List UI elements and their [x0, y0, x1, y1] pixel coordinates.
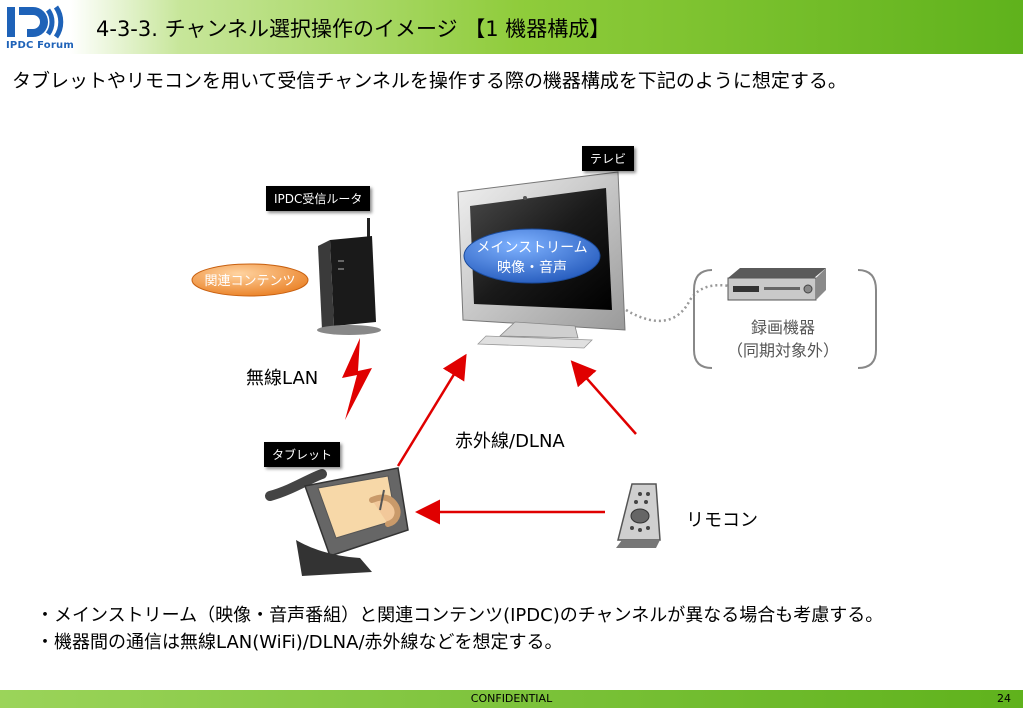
recorder-bracket-left [693, 269, 713, 369]
main-stream-line1: メインストリーム [476, 240, 587, 256]
bullet-list: ・メインストリーム（映像・音声番組）と関連コンテンツ(IPDC)のチャンネルが異… [36, 602, 883, 656]
tv-label: テレビ [582, 146, 635, 171]
page-title: 4-3-3. チャンネル選択操作のイメージ 【1 機器構成】 [96, 17, 611, 41]
logo-text: IPDC Forum [6, 40, 74, 51]
page-number: 24 [997, 692, 1011, 705]
bullet-item: ・メインストリーム（映像・音声番組）と関連コンテンツ(IPDC)のチャンネルが異… [36, 605, 884, 626]
wireless-bolt-icon [342, 338, 372, 420]
confidential-text: CONFIDENTIAL [470, 692, 553, 705]
bullet-item: ・機器間の通信は無線LAN(WiFi)/DLNA/赤外線などを想定する。 [36, 632, 563, 653]
recorder-caption: 録画機器 （同期対象外） [718, 316, 848, 362]
footer-bar: CONFIDENTIAL 24 [0, 690, 1023, 708]
main-stream-line2: 映像・音声 [497, 259, 567, 276]
related-content-text: 関連コンテンツ [204, 274, 295, 289]
related-content-bubble [191, 263, 309, 297]
recorder-caption-line1: 録画機器 [750, 318, 815, 337]
recorder-cable [625, 283, 731, 323]
tablet-label: タブレット [264, 442, 341, 467]
arrow-remote-to-tv [570, 360, 637, 435]
router-icon [317, 218, 381, 335]
ipdc-logo-icon [7, 5, 64, 39]
arrow-tablet-to-tv [396, 353, 467, 467]
ir-dlna-label: 赤外線/DLNA [455, 431, 565, 452]
recorder-bracket-right [857, 269, 877, 369]
router-label: IPDC受信ルータ [266, 186, 371, 211]
recorder-caption-line2: （同期対象外） [726, 341, 839, 360]
tablet-icon [265, 467, 409, 576]
main-stream-bubble [463, 228, 601, 284]
header-bar [0, 0, 1023, 54]
remote-icon [616, 483, 661, 548]
remote-label: リモコン [686, 510, 758, 531]
recorder-icon [727, 268, 826, 301]
wireless-lan-label: 無線LAN [246, 368, 319, 389]
page-subtitle: タブレットやリモコンを用いて受信チャンネルを操作する際の機器構成を下記のように想… [12, 70, 847, 92]
